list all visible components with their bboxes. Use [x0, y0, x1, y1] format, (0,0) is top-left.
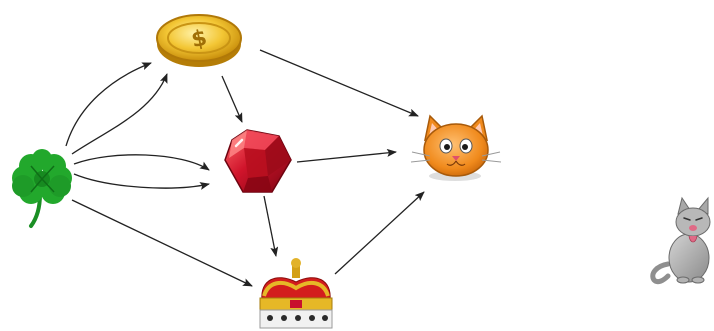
edge-layer: [65, 49, 425, 287]
gray-sitting-cat-icon: [650, 196, 711, 285]
crown-icon: [259, 258, 333, 329]
arrow-clover-to-ruby: [73, 173, 210, 190]
arrow-ruby-to-crown: [263, 195, 279, 257]
arrow-clover-to-coin: [65, 62, 152, 147]
svg-text:$: $: [189, 26, 209, 54]
arrow-coin-to-cat: [259, 49, 419, 117]
ruby-gem-icon: [224, 129, 292, 193]
arrow-clover-to-ruby: [73, 154, 210, 171]
arrow-ruby-to-cat: [296, 148, 397, 163]
gold-coin-icon: $: [156, 14, 242, 67]
orange-cat-face-icon: [410, 114, 502, 181]
arrow-clover-to-crown: [71, 199, 253, 287]
four-leaf-clover-icon: [12, 149, 72, 228]
arrow-clover-to-coin: [71, 73, 168, 155]
arrow-coin-to-ruby: [221, 75, 243, 123]
arrow-crown-to-cat: [334, 191, 425, 275]
